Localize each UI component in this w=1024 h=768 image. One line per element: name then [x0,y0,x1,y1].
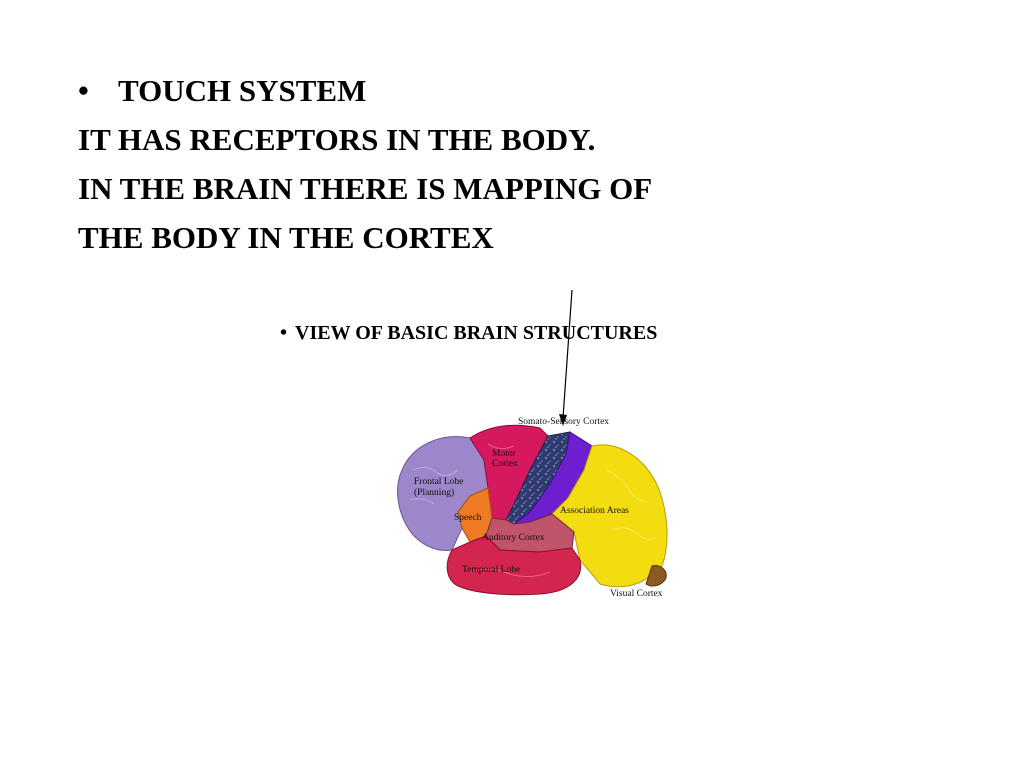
body-line-3: THE BODY IN THE CORTEX [78,220,494,255]
label-temporal: Temporal Lobe [462,565,520,575]
association-areas [551,444,668,588]
body-line-2: IN THE BRAIN THERE IS MAPPING OF [78,171,653,206]
title-line: • TOUCH SYSTEM [78,66,652,115]
label-association: Association Areas [560,506,629,516]
bullet-icon: • [78,73,89,108]
label-somato-sensory: Somato-Sensory Cortex [518,417,609,427]
visual-cortex [645,565,667,587]
label-motor-1: Motor [492,449,517,459]
label-auditory: Auditory Cortex [482,533,545,543]
slide-title: TOUCH SYSTEM [118,73,367,108]
label-frontal-2: (Planning) [414,487,454,498]
sub-bullet-text: VIEW OF BASIC BRAIN STRUCTURES [295,322,658,344]
sub-bullet-icon: • [280,322,288,344]
main-text-block: • TOUCH SYSTEM IT HAS RECEPTORS IN THE B… [78,66,652,262]
pointer-line [562,289,573,419]
gyri-texture [409,443,657,577]
label-speech: Speech [454,513,482,523]
label-visual: Visual Cortex [610,589,663,599]
pointer-arrowhead-icon [559,414,567,426]
body-line-1: IT HAS RECEPTORS IN THE BODY. [78,122,596,157]
temporal-lobe [446,535,582,596]
sub-bullet: • VIEW OF BASIC BRAIN STRUCTURES [280,322,657,345]
label-motor-2: Cortex [492,459,518,469]
label-frontal-1: Frontal Lobe [414,477,463,487]
